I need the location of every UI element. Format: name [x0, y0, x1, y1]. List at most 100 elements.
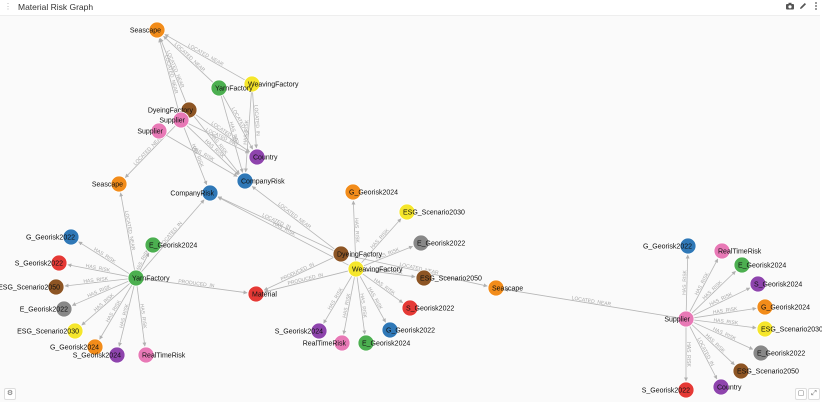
drag-handle-icon[interactable]: ⋮ [4, 2, 12, 11]
edge-supplier_right-to-e2022_right[interactable] [693, 321, 754, 350]
edge-dyeing_top-to-companyrisk_1[interactable] [193, 116, 240, 175]
node-circle[interactable] [712, 378, 730, 396]
more-vertical-icon[interactable] [810, 1, 822, 13]
edge-supplier_top-to-companyrisk_2[interactable] [183, 127, 208, 186]
node-s2024_mid[interactable]: S_Georisk2024 [275, 322, 328, 340]
node-circle[interactable] [756, 298, 774, 316]
node-esg2030_mid[interactable]: ESG_Scenario2030 [398, 203, 465, 221]
node-g2022_mid[interactable]: G_Georisk2022 [381, 321, 435, 339]
node-g2024_mid[interactable]: G_Georisk2024 [344, 183, 398, 201]
node-g2022_left[interactable]: G_Georisk2022 [26, 228, 80, 246]
node-circle[interactable] [247, 285, 265, 303]
node-circle[interactable] [677, 381, 695, 399]
edge-supplier_right-to-country_right[interactable] [689, 325, 718, 380]
node-e2022_mid[interactable]: E_Georisk2022 [412, 234, 465, 252]
edge-weaving_mid-to-s2022_mid[interactable] [362, 273, 404, 304]
node-circle[interactable] [148, 21, 166, 39]
node-realtime_right[interactable]: RealTimeRisk [713, 242, 762, 260]
node-country_right[interactable]: Country [712, 378, 742, 396]
node-g2024_right[interactable]: G_Georisk2024 [756, 298, 810, 316]
node-circle[interactable] [172, 111, 190, 129]
edge-yarn_left-to-companyrisk_2[interactable] [140, 199, 205, 273]
edge-supplier_top-to-country_top[interactable] [188, 123, 250, 154]
node-circle[interactable] [487, 279, 505, 297]
node-circle[interactable] [144, 236, 162, 254]
edge-weaving_mid-to-e2024_mid[interactable] [356, 276, 367, 335]
edge-dyeing_mid-to-companyrisk_1[interactable] [251, 186, 335, 250]
node-dyeing_top[interactable]: DyeingFactory [148, 101, 198, 119]
edge-dyeing_top-to-seascape_top[interactable] [159, 37, 187, 103]
node-circle[interactable] [357, 334, 375, 352]
node-circle[interactable] [50, 254, 68, 272]
edge-dyeing_mid-to-seascape_mid[interactable] [348, 255, 488, 288]
node-circle[interactable] [752, 344, 770, 362]
edge-supplier_top-to-seascape_left[interactable] [124, 125, 176, 178]
edge-supplier_right-to-s2024_right[interactable] [693, 287, 751, 316]
node-s2022_left[interactable]: S_Georisk2022 [15, 254, 68, 272]
edge-weaving_mid-to-esg2030_mid[interactable] [361, 218, 402, 264]
node-circle[interactable] [66, 322, 84, 340]
node-esg2030_right[interactable]: ESG_Scenario2030 [756, 320, 822, 338]
node-realtime_left[interactable]: RealTimeRisk [137, 346, 186, 364]
edge-supplier_right-to-g2024_right[interactable] [693, 306, 757, 319]
edge-yarn_left-to-e2024_left[interactable] [139, 252, 150, 272]
node-circle[interactable] [47, 278, 65, 296]
node-circle[interactable] [127, 269, 145, 287]
node-supplier_top2[interactable]: Supplier [137, 122, 168, 140]
node-circle[interactable] [749, 275, 767, 293]
edge-yarn_left-to-material[interactable] [143, 278, 248, 295]
pen-icon[interactable] [797, 1, 809, 13]
edge-yarn_left-to-e2022_left[interactable] [71, 280, 129, 306]
node-circle[interactable] [150, 122, 168, 140]
node-circle[interactable] [333, 334, 351, 352]
node-circle[interactable] [210, 79, 228, 97]
edge-yarn_left-to-s2024_left[interactable] [118, 285, 135, 347]
node-s2022_mid[interactable]: S_Georisk2022 [401, 299, 454, 317]
node-e2022_right[interactable]: E_Georisk2022 [752, 344, 805, 362]
edge-yarn_left-to-esg2030_left[interactable] [81, 282, 131, 326]
node-circle[interactable] [86, 338, 104, 356]
node-e2024_mid[interactable]: E_Georisk2024 [357, 334, 410, 352]
node-circle[interactable] [243, 75, 261, 93]
node-material[interactable]: Material [247, 285, 277, 303]
node-esg2030_left[interactable]: ESG_Scenario2030 [17, 322, 84, 340]
edge-supplier_top-to-seascape_top[interactable] [158, 38, 180, 113]
edge-weaving_top-to-companyrisk_1[interactable] [243, 91, 252, 173]
node-seascape_left[interactable]: Seascape [92, 175, 128, 193]
edge-weaving_mid-to-esg2050_mid[interactable] [363, 269, 416, 279]
camera-icon[interactable] [784, 1, 796, 13]
node-e2024_left[interactable]: E_Georisk2024 [144, 236, 197, 254]
node-s2024_right[interactable]: S_Georisk2024 [749, 275, 802, 293]
edge-yarn_left-to-seascape_left[interactable] [119, 192, 135, 271]
settings-icon[interactable]: ⚙ [4, 388, 16, 400]
edge-supplier_top-to-companyrisk_1[interactable] [186, 125, 239, 176]
edge-supplier_top2-to-companyrisk_1[interactable] [165, 134, 238, 177]
node-g2024_left[interactable]: G_Georisk2024 [50, 338, 104, 356]
edge-supplier_right-to-e2024_right[interactable] [691, 270, 736, 314]
edge-weaving_mid-to-g2022_mid[interactable] [359, 275, 386, 323]
node-circle[interactable] [381, 321, 399, 339]
node-circle[interactable] [55, 300, 73, 318]
node-circle[interactable] [110, 175, 128, 193]
node-companyrisk_2[interactable]: CompanyRisk [170, 184, 219, 202]
node-esg2050_left[interactable]: ESG_Scenario2050 [0, 278, 65, 296]
node-circle[interactable] [401, 299, 419, 317]
node-e2022_left[interactable]: E_Georisk2022 [20, 300, 73, 318]
node-circle[interactable] [415, 269, 433, 287]
node-circle[interactable] [236, 172, 254, 190]
edge-yarn_top-to-companyrisk_1[interactable] [220, 95, 244, 173]
node-esg2050_mid[interactable]: ESG_Scenario2050 [415, 269, 482, 287]
node-circle[interactable] [732, 362, 750, 380]
node-circle[interactable] [412, 234, 430, 252]
edge-supplier_right-to-esg2050_right[interactable] [691, 324, 735, 366]
node-circle[interactable] [756, 320, 774, 338]
fit-view-icon[interactable]: ▢ [795, 388, 807, 400]
node-country_top[interactable]: Country [248, 148, 278, 166]
node-circle[interactable] [677, 310, 695, 328]
node-supplier_right[interactable]: Supplier [664, 310, 695, 328]
edge-weaving_mid-to-realtime_mid[interactable] [342, 276, 355, 335]
node-seascape_top[interactable]: Seascape [130, 21, 166, 39]
edge-dyeing_mid-to-companyrisk_2[interactable] [217, 196, 334, 251]
node-dyeing_mid[interactable]: DyeingFactory [332, 245, 383, 263]
node-supplier_top[interactable]: Supplier [159, 111, 190, 129]
